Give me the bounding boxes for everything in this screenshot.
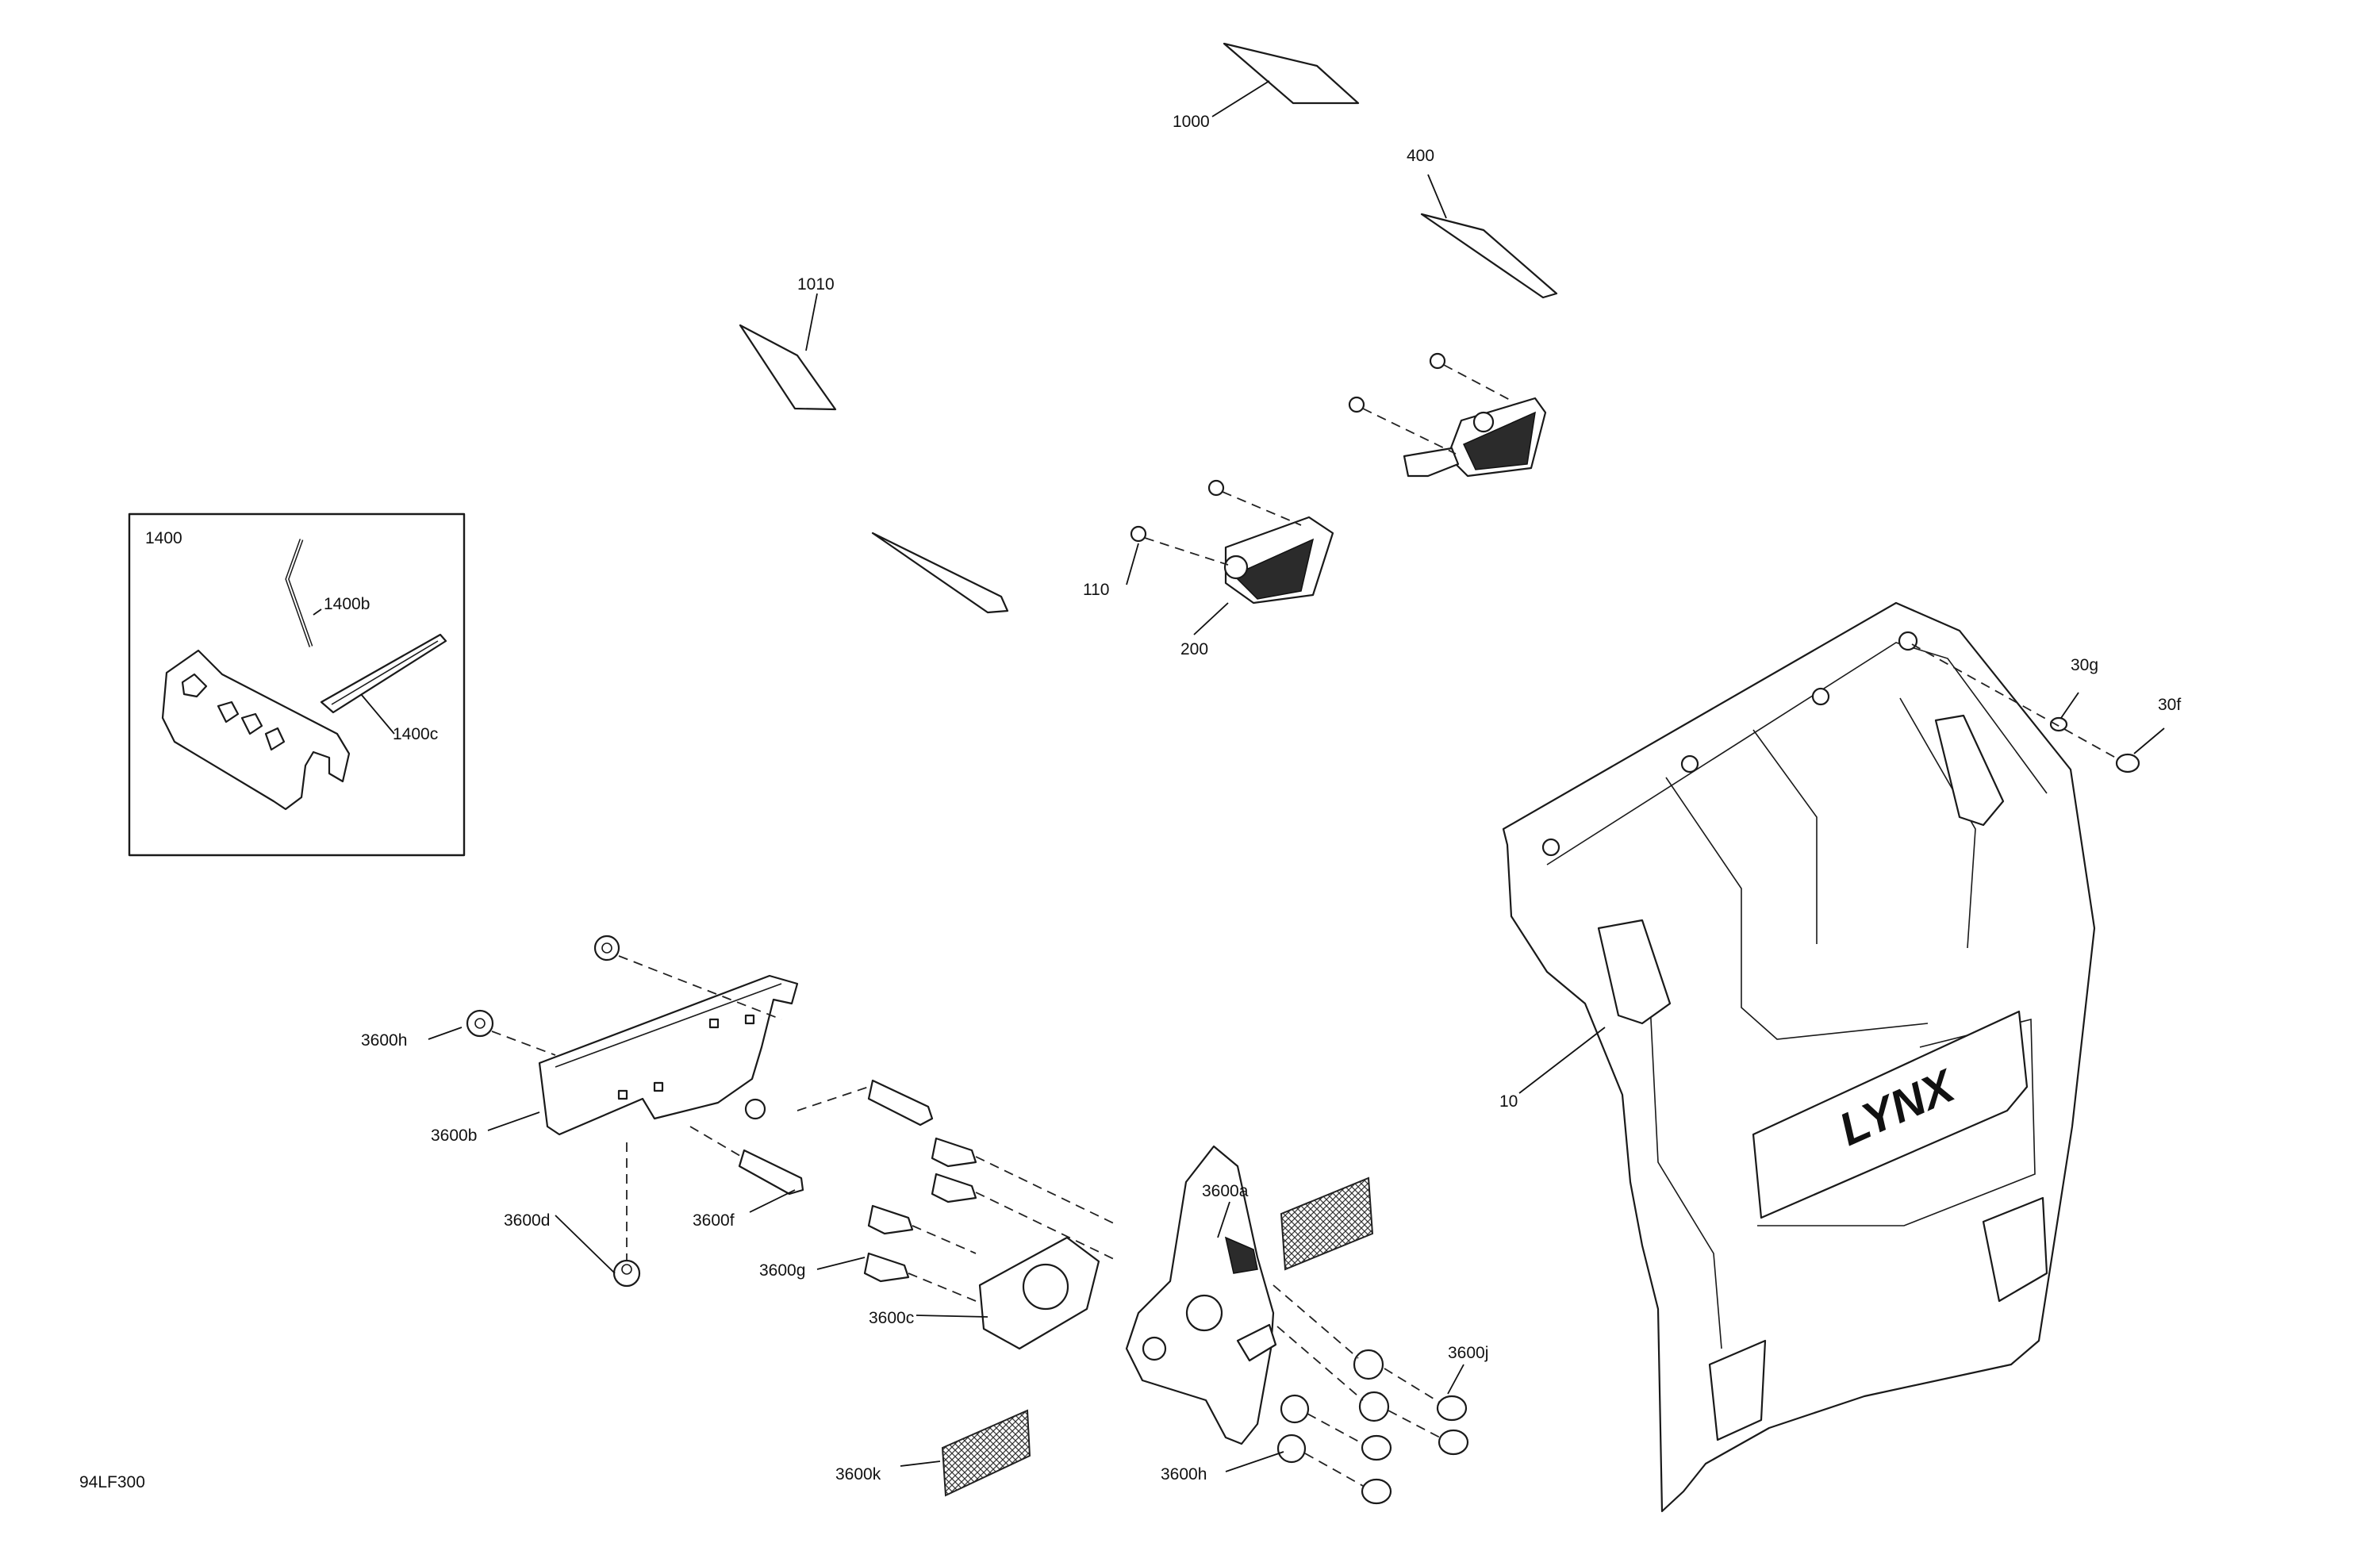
callout-1000: 1000 [1173, 113, 1210, 131]
callout-10: 10 [1499, 1092, 1518, 1111]
reflector-1010 [739, 293, 837, 411]
reflector-400 [1420, 174, 1558, 299]
callout-3600k: 3600k [835, 1465, 881, 1484]
hitch-nuts [1273, 1284, 1469, 1505]
hitch-assembly [428, 935, 1469, 1505]
callout-3600d: 3600d [504, 1211, 550, 1230]
callout-400: 400 [1407, 147, 1434, 165]
callout-3600h-top: 3600h [361, 1031, 407, 1050]
front-panel-10: LYNX [1502, 601, 2165, 1513]
tool-kit-box [128, 512, 466, 857]
callout-200: 200 [1180, 640, 1208, 658]
callout-30f: 30f [2158, 696, 2181, 714]
callout-3600b: 3600b [431, 1127, 477, 1145]
callout-1400c: 1400c [393, 725, 438, 743]
callout-3600a: 3600a [1202, 1182, 1249, 1200]
callout-3600c: 3600c [869, 1309, 914, 1327]
callout-30g: 30g [2071, 656, 2098, 674]
reflector-lower [871, 532, 1009, 614]
callout-1010: 1010 [797, 275, 835, 294]
callout-3600h-bottom: 3600h [1161, 1465, 1207, 1484]
light-200 [1126, 479, 1334, 635]
light-right [1348, 352, 1547, 478]
callout-3600j: 3600j [1448, 1344, 1488, 1362]
reflector-1000 [1211, 42, 1360, 117]
callout-1400: 1400 [145, 529, 182, 547]
callout-110: 110 [1083, 581, 1109, 599]
callout-3600f: 3600f [693, 1211, 735, 1230]
callout-1400b: 1400b [324, 595, 370, 613]
callout-3600g: 3600g [759, 1261, 805, 1280]
figure-reference: 94LF300 [79, 1473, 145, 1491]
